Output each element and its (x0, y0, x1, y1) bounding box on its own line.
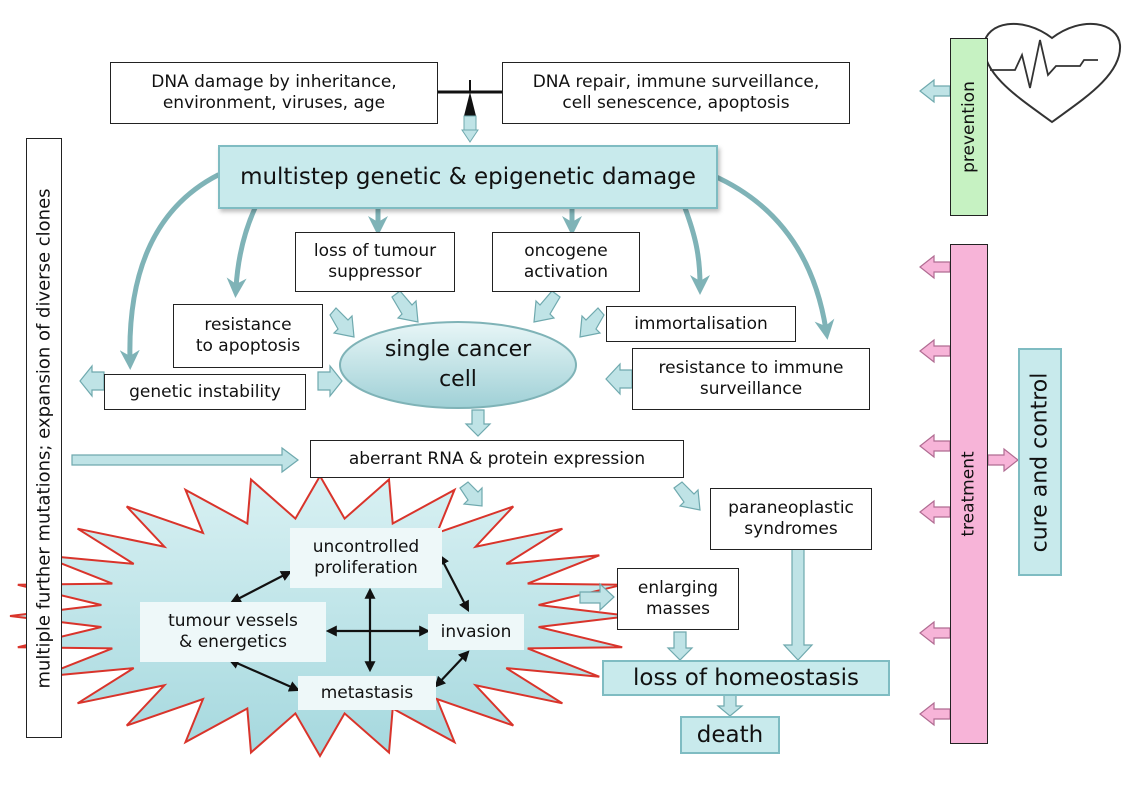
uncontrolled-proliferation-label: uncontrolled proliferation (290, 528, 442, 588)
cancer-cell-label: single cancer cell (384, 337, 532, 392)
multistep-damage-box: multistep genetic & epigenetic damage (218, 145, 718, 209)
dna-damage-box: DNA damage by inheritance, environment, … (110, 62, 438, 124)
loss-homeostasis-box: loss of homeostasis (602, 660, 890, 696)
death-box: death (680, 716, 780, 754)
genetic-instability-box: genetic instability (104, 374, 306, 410)
dna-repair-box: DNA repair, immune surveillance, cell se… (502, 62, 850, 124)
oncogene-activation-box: oncogene activation (492, 232, 640, 292)
treatment-bar: treatment (950, 244, 988, 744)
tumour-vessels-label: tumour vessels & energetics (140, 602, 326, 662)
invasion-label: invasion (428, 614, 524, 650)
prevention-bar: prevention (950, 38, 988, 216)
cancer-cell-ellipse (339, 321, 577, 409)
resistance-apoptosis-box: resistance to apoptosis (173, 304, 323, 368)
star-connectors (227, 554, 470, 692)
paraneoplastic-box: paraneoplastic syndromes (710, 488, 872, 550)
block-arrows (71, 78, 951, 717)
immortalisation-box: immortalisation (606, 306, 796, 342)
treatment-arrows (919, 254, 1019, 727)
aberrant-expression-box: aberrant RNA & protein expression (310, 440, 684, 478)
heart-pulse-icon (982, 22, 1122, 124)
balance-connector (438, 80, 502, 143)
further-mutations-bar: multiple further mutations; expansion of… (26, 138, 62, 738)
loss-tumour-suppressor-box: loss of tumour suppressor (295, 232, 455, 292)
cure-control-box: cure and control (1018, 348, 1062, 576)
resistance-immune-box: resistance to immune surveillance (632, 348, 870, 410)
metastasis-label: metastasis (298, 676, 436, 710)
teal-curved-arrows (119, 172, 835, 370)
enlarging-masses-box: enlarging masses (617, 568, 739, 630)
